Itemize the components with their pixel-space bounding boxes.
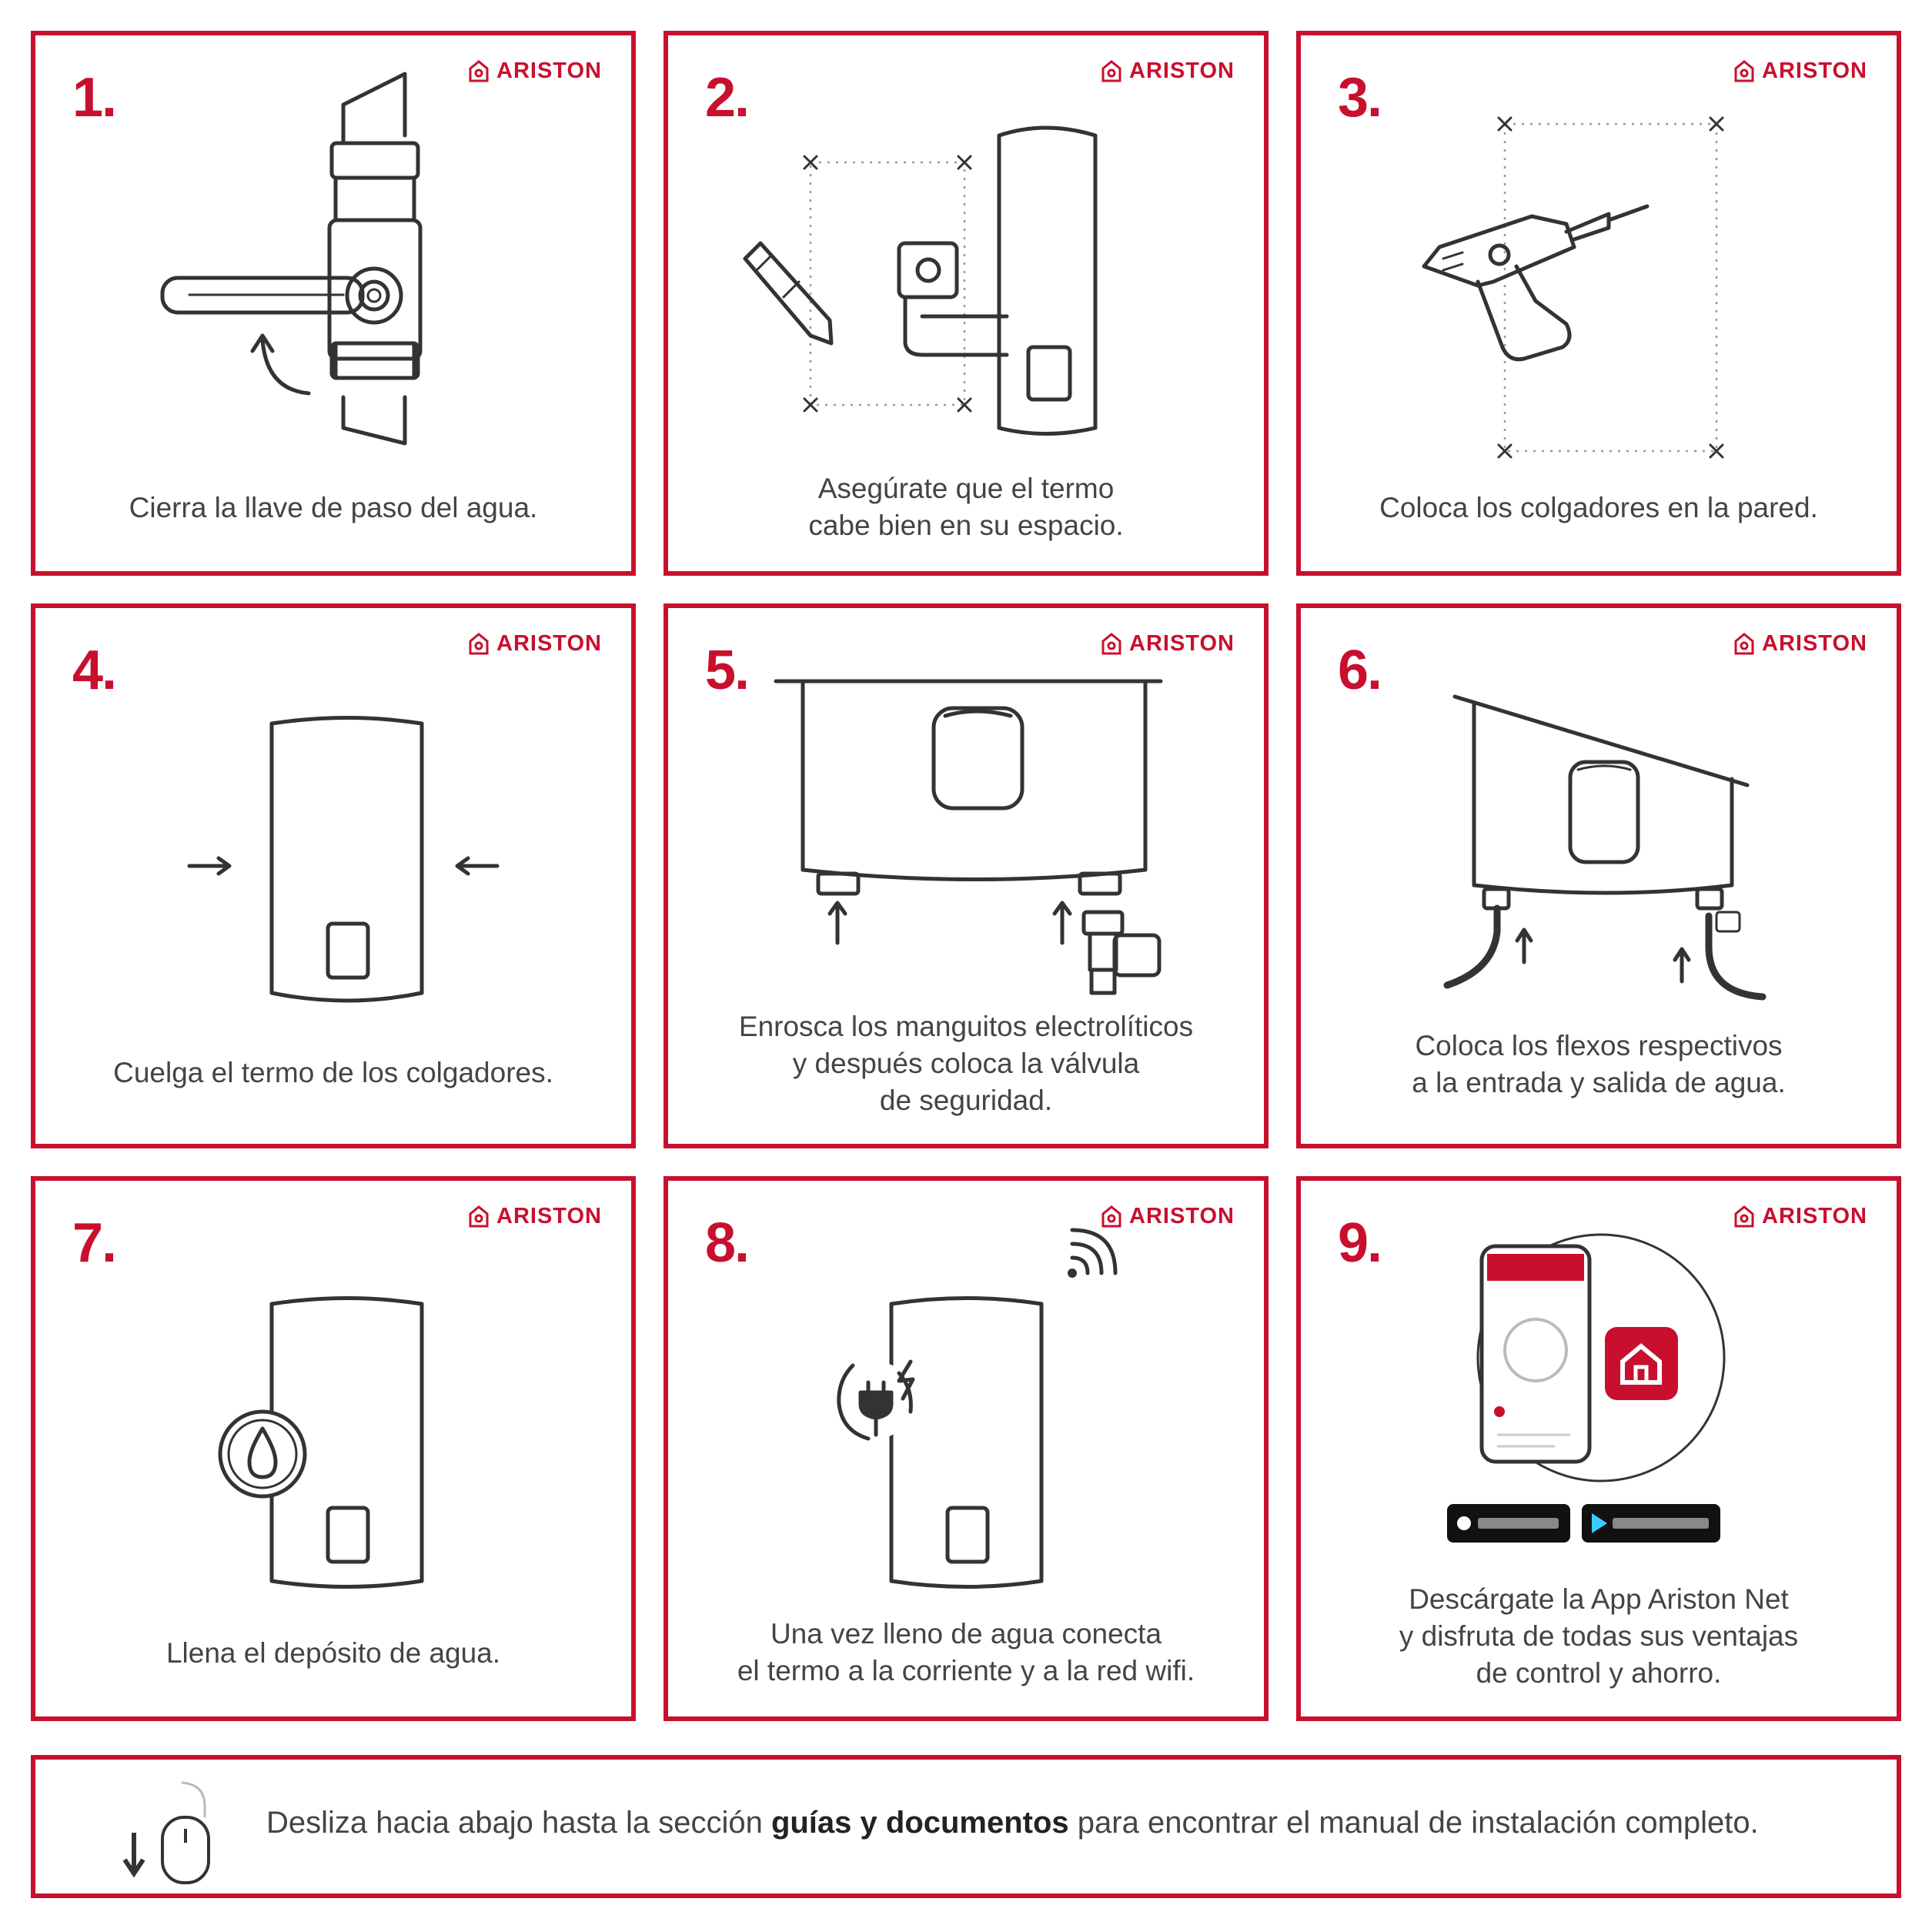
ariston-logo-icon: [469, 633, 489, 655]
step-number: 2.: [705, 67, 750, 129]
valve-install-illustration: [774, 679, 1163, 995]
step-panel-7: 7. ARISTON Llena el depósito de agua.: [31, 1176, 636, 1721]
step-panel-2: 2. ARISTON Asegúrate que el termo cabe b…: [663, 31, 1269, 576]
pencil-icon: [743, 241, 834, 346]
step-number: 6.: [1338, 640, 1382, 701]
step-panel-6: 6. ARISTON Coloca los flexos respectivos…: [1296, 603, 1901, 1148]
step-number: 8.: [705, 1212, 750, 1274]
footer-instruction: Desliza hacia abajo hasta la sección guí…: [266, 1806, 1759, 1840]
ariston-logo-icon: [1101, 633, 1121, 655]
measure-space-illustration: [743, 125, 1098, 436]
step-caption: Llena el depósito de agua.: [165, 1637, 501, 1669]
step-panel-4: 4. ARISTON Cuelga el termo de los colgad…: [31, 603, 636, 1148]
step-number: 5.: [705, 640, 750, 701]
ariston-logo: ARISTON: [1100, 57, 1235, 85]
mouse-scroll-icon: [122, 1781, 210, 1884]
step-panel-9: 9. ARISTON Descárgate la App Arist: [1296, 1176, 1901, 1721]
ariston-logo-icon: [1101, 60, 1121, 82]
hang-heater-illustration: [187, 716, 500, 1003]
step-number: 1.: [72, 67, 117, 129]
step-panel-3: 3. ARISTON Coloca los colgadores en la p…: [1296, 31, 1901, 576]
water-heater-icon: [269, 1296, 424, 1589]
step-caption: Una vez lleno de agua conecta el termo a…: [737, 1618, 1195, 1686]
ariston-logo-icon: [1734, 60, 1754, 82]
app-download-illustration: [1447, 1233, 1726, 1543]
step-number: 7.: [72, 1212, 117, 1274]
connect-power-illustration: [837, 1228, 1118, 1589]
water-heater-icon: [269, 716, 424, 1003]
step-caption: Cuelga el termo de los colgadores.: [113, 1057, 553, 1088]
ariston-logo: ARISTON: [467, 57, 602, 85]
ariston-logo: ARISTON: [1733, 1202, 1867, 1230]
ariston-logo-icon: [469, 60, 489, 82]
step-caption: Coloca los flexos respectivos a la entra…: [1412, 1030, 1786, 1098]
step-panel-8: 8. ARISTON Una vez lleno de agua conecta…: [663, 1176, 1269, 1721]
step-caption: Descárgate la App Ariston Net y disfruta…: [1399, 1583, 1799, 1689]
wifi-icon: [1068, 1228, 1118, 1278]
drill-illustration: [1422, 116, 1724, 459]
plug-icon: [837, 1359, 915, 1441]
step-caption: Coloca los colgadores en la pared.: [1379, 492, 1818, 523]
google-play-badge[interactable]: [1582, 1504, 1720, 1543]
ariston-logo: ARISTON: [1733, 630, 1867, 657]
step-caption: Enrosca los manguitos electrolíticos y d…: [738, 1011, 1194, 1116]
ariston-logo-icon: [1101, 1205, 1121, 1228]
water-heater-icon: [889, 1296, 1044, 1589]
water-drop-icon: [218, 1409, 307, 1499]
smartphone-icon: [1479, 1244, 1592, 1464]
step-caption: Asegúrate que el termo cabe bien en su e…: [808, 473, 1124, 541]
ariston-logo: ARISTON: [467, 1202, 602, 1230]
step-panel-1: 1. ARISTON Cierra la llave de paso del a…: [31, 31, 636, 576]
ariston-logo-icon: [469, 1205, 489, 1228]
footer-banner: Desliza hacia abajo hasta la sección guí…: [31, 1755, 1901, 1898]
ariston-logo: ARISTON: [467, 630, 602, 657]
ariston-logo-icon: [1734, 633, 1754, 655]
flex-hose-illustration: [1443, 694, 1767, 1001]
step-number: 4.: [72, 640, 117, 701]
ariston-logo: ARISTON: [1733, 57, 1867, 85]
documents-section-link-text: guías y documentos: [770, 1806, 1069, 1840]
app-home-icon: [1605, 1327, 1678, 1400]
drill-icon: [1422, 204, 1650, 362]
app-store-badge[interactable]: [1447, 1504, 1570, 1543]
step-number: 9.: [1338, 1212, 1382, 1274]
ball-valve-icon: [160, 72, 423, 446]
ariston-logo-icon: [1734, 1205, 1754, 1228]
step-caption: Cierra la llave de paso del agua.: [129, 492, 538, 523]
fill-tank-illustration: [218, 1296, 424, 1589]
ariston-logo: ARISTON: [1100, 1202, 1235, 1230]
step-panel-5: 5. ARISTON Enrosca los manguitos electro…: [663, 603, 1269, 1148]
ariston-logo: ARISTON: [1100, 630, 1235, 657]
step-number: 3.: [1338, 67, 1382, 129]
